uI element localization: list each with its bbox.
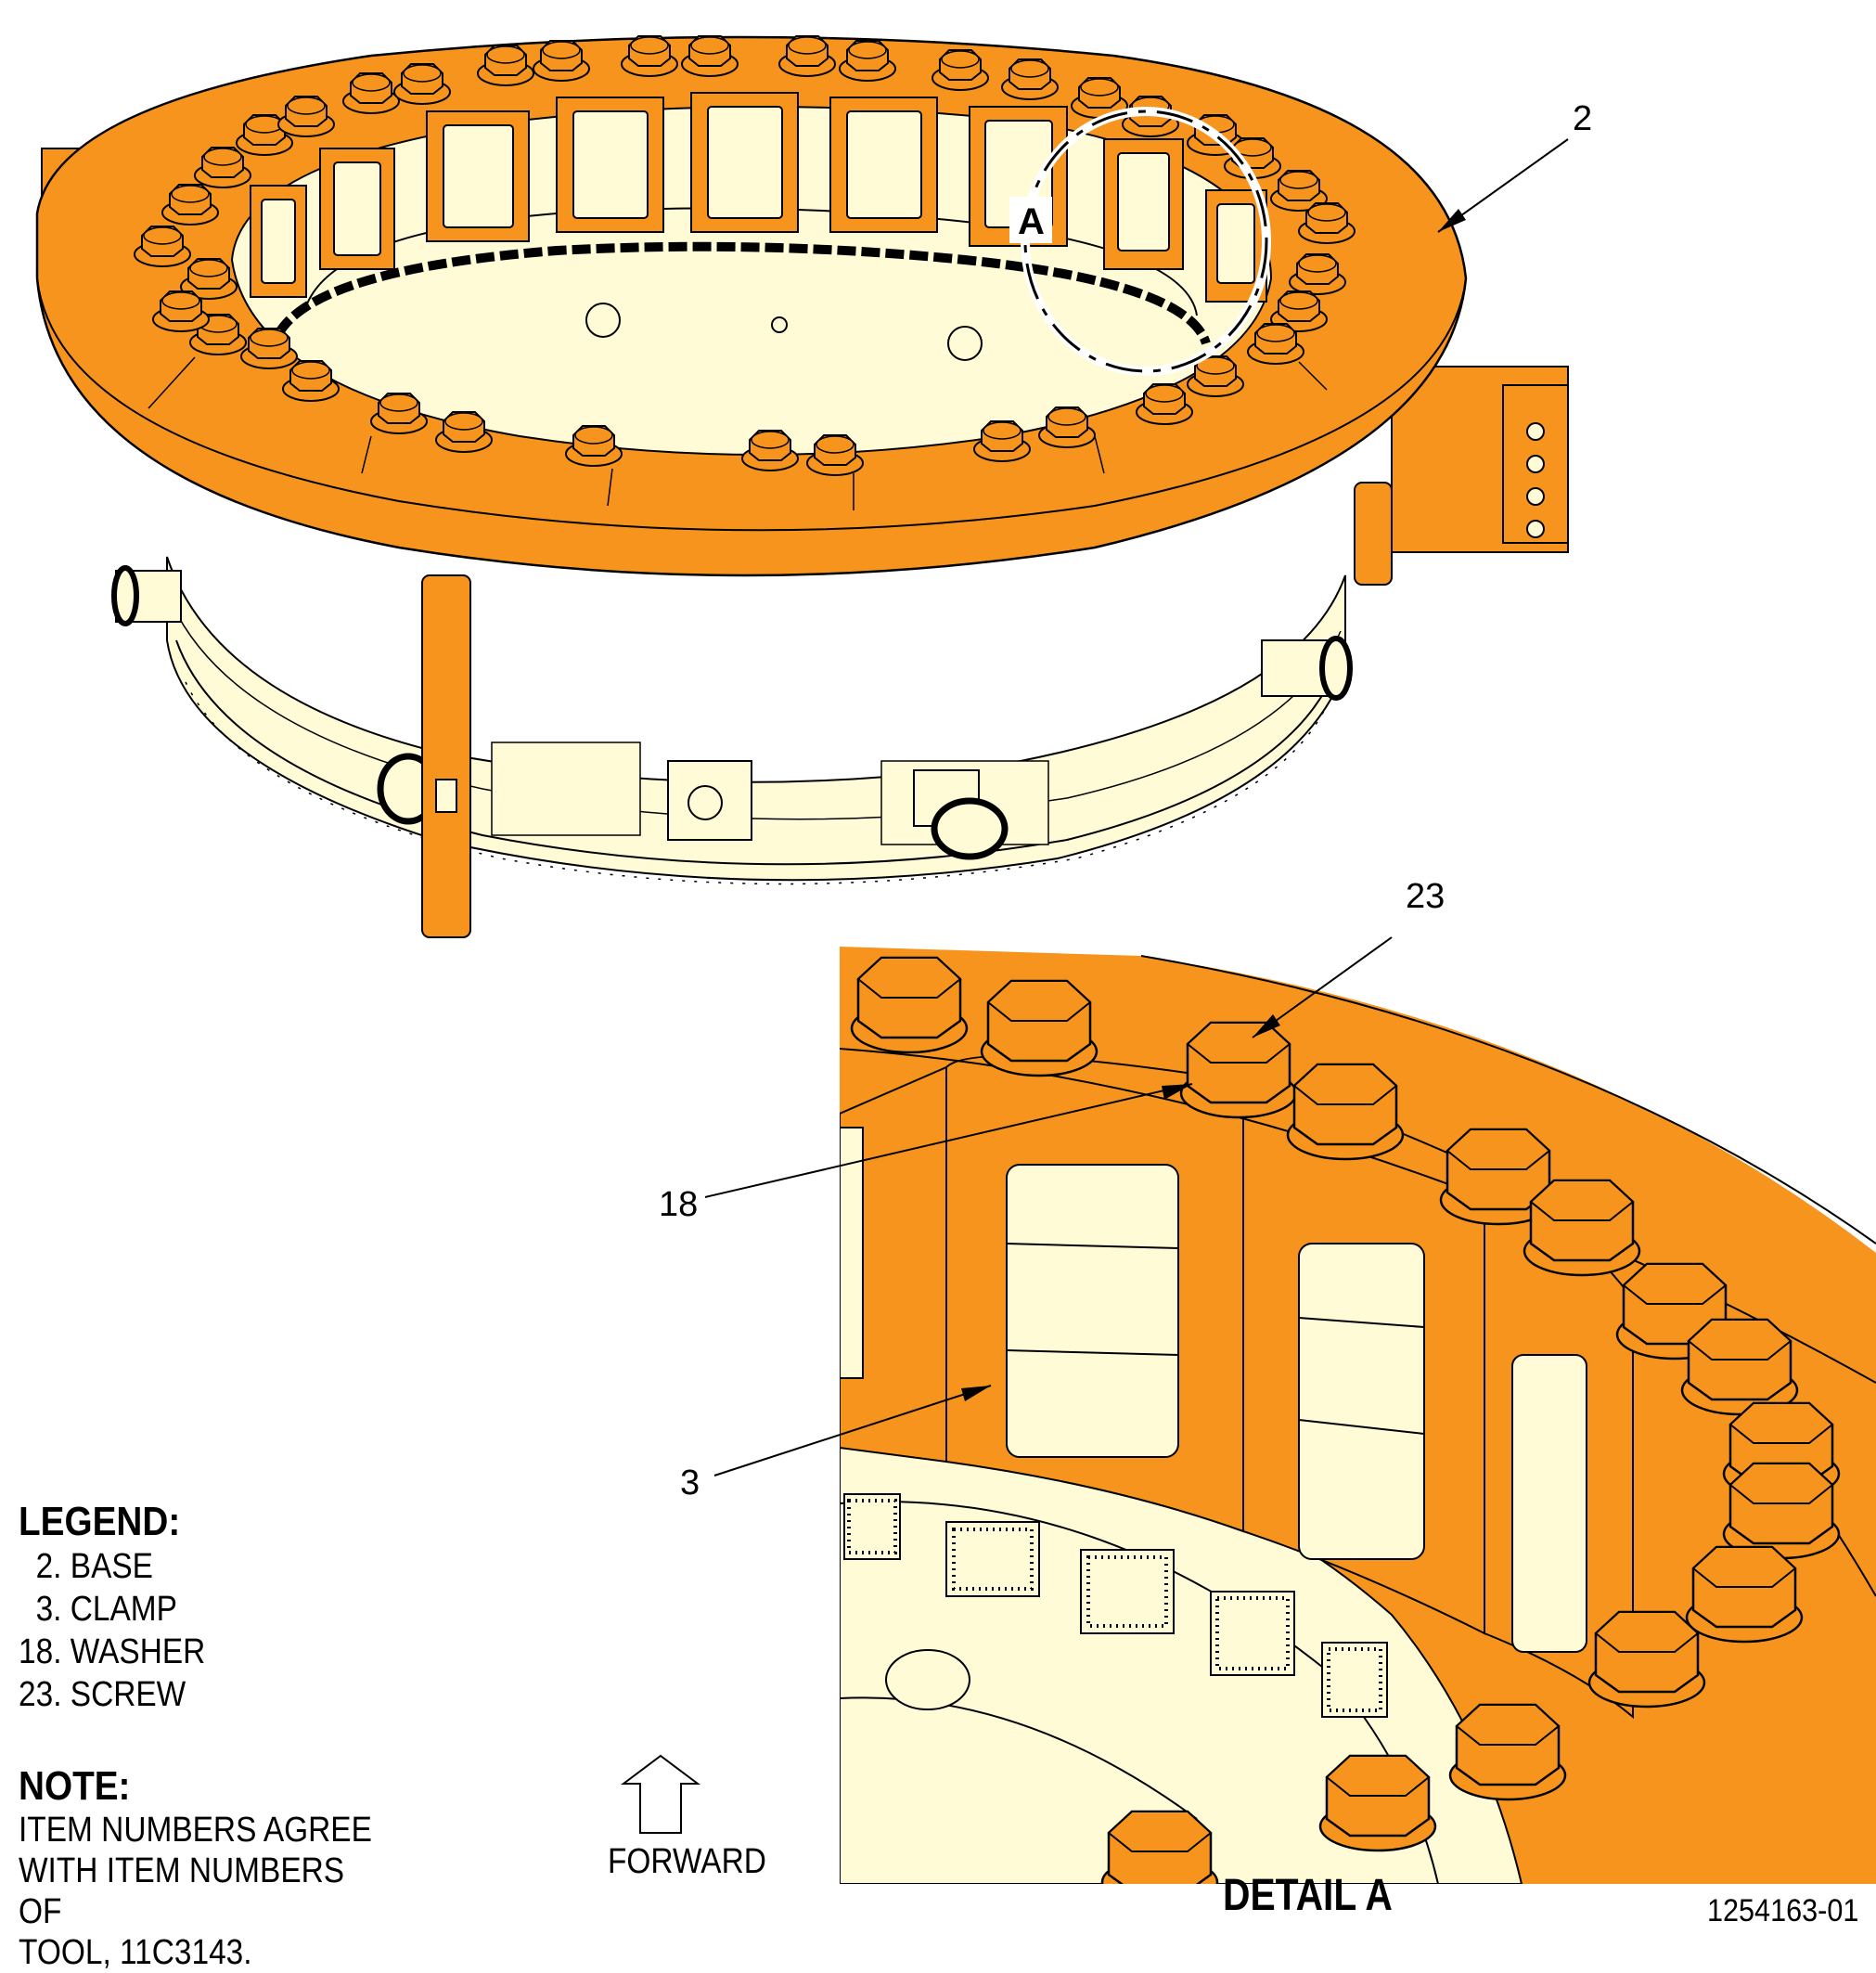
main-assembly-view: A 2 <box>35 35 1592 938</box>
note: NOTE: ITEM NUMBERS AGREE WITH ITEM NUMBE… <box>19 1763 445 1973</box>
support-leg <box>1354 482 1393 586</box>
forward-label: FORWARD <box>608 1842 766 1881</box>
seal-strip <box>843 1493 1388 1718</box>
detail-a-view: 23 18 3 <box>659 877 1876 1884</box>
callout-2-label: 2 <box>1573 99 1592 138</box>
legend-item: 18. WASHER <box>19 1632 206 1671</box>
mount-bracket <box>1391 366 1569 553</box>
port-fitting <box>111 565 182 626</box>
figure-id: 1254163-01 <box>1707 1893 1859 1928</box>
detail-a-letter: A <box>1018 201 1045 242</box>
legend-item: 3. CLAMP <box>19 1590 177 1629</box>
callout-3-label: 3 <box>680 1464 700 1502</box>
port-fitting <box>913 769 1009 860</box>
callout-18: 18 <box>659 1083 1193 1224</box>
clamp-row <box>250 92 1267 303</box>
callout-23-label: 23 <box>1406 877 1445 916</box>
callout-2: 2 <box>1437 99 1592 233</box>
legend-title: LEGEND: <box>19 1499 181 1544</box>
note-line: ITEM NUMBERS AGREE <box>19 1811 372 1850</box>
support-leg <box>421 574 471 938</box>
forward-arrow-icon <box>621 1754 700 1834</box>
detail-title: DETAIL A <box>1223 1871 1393 1920</box>
callout-23: 23 <box>1252 877 1445 1038</box>
legend: LEGEND: 2. BASE 3. CLAMP 18. WASHER 23. … <box>19 1499 231 1716</box>
note-line: TOOL, 11C3143. <box>19 1933 252 1972</box>
legend-list: 2. BASE 3. CLAMP 18. WASHER 23. SCREW <box>19 1545 231 1716</box>
clamp-detail <box>840 1055 1634 1720</box>
legend-item: 23. SCREW <box>19 1675 186 1714</box>
note-line: WITH ITEM NUMBERS OF <box>19 1851 345 1931</box>
detail-a-marker: A <box>1009 107 1271 376</box>
callout-18-label: 18 <box>659 1185 698 1224</box>
callout-3: 3 <box>680 1385 992 1502</box>
legend-item: 2. BASE <box>19 1547 153 1586</box>
note-title: NOTE: <box>19 1763 131 1809</box>
engine-case-ring <box>111 556 1353 885</box>
port-fitting <box>1261 636 1353 701</box>
